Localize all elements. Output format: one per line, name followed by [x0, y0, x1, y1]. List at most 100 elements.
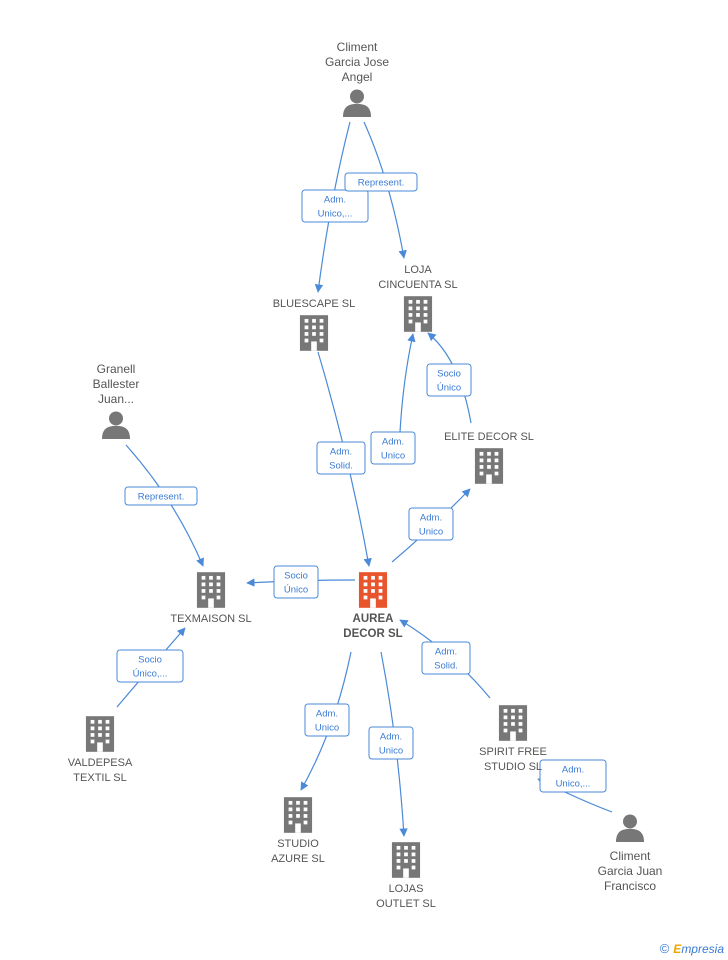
edge-aurea-to-lojas_outlet: Adm. Unico	[368, 651, 414, 837]
person-icon	[343, 89, 371, 117]
node-label: ELITE DECOR SL	[444, 431, 534, 443]
edge-label-text: Adm.	[435, 647, 457, 658]
building-icon	[474, 448, 504, 484]
edge-aurea-to-elite: Adm. Unico	[391, 488, 471, 563]
edge-label[interactable]: Adm. Unico,...	[301, 189, 369, 223]
building-icon	[283, 797, 313, 833]
edge-label[interactable]: Adm. Unico	[408, 507, 454, 541]
edge-label[interactable]: Adm.Unico	[304, 703, 350, 737]
edge-aurea-to-loja: Adm.Unico	[370, 333, 416, 465]
edge-label-text: Unico	[419, 527, 443, 538]
edge-label-text: Único,...	[133, 669, 168, 680]
edge-label[interactable]: Represent.	[344, 172, 418, 192]
edge-bluescape-to-aurea: Adm. Solid.	[316, 351, 372, 567]
edge-label[interactable]: Represent.	[124, 486, 198, 506]
edge-label-text: Represent.	[358, 178, 404, 189]
edge-label-box	[304, 703, 350, 737]
node-granell[interactable]: GranellBallesterJuan...	[93, 362, 140, 439]
edge-label-text: Unico,...	[318, 209, 353, 220]
edge-climent_jose-to-loja: Represent.	[344, 121, 418, 259]
edge-label[interactable]: SocioÚnico,...	[116, 649, 184, 683]
edge-label-text: Solid.	[434, 661, 458, 672]
footer-brand: © Empresia	[660, 941, 724, 956]
node-label: TEXTIL SL	[73, 772, 126, 784]
node-label: LOJAS	[389, 883, 424, 895]
node-label: CINCUENTA SL	[378, 279, 457, 291]
node-loja[interactable]: LOJA CINCUENTA SL	[378, 264, 458, 332]
edge-label-text: Único	[437, 383, 461, 394]
edge-label-text: Unico,...	[556, 779, 591, 790]
edge-label-text: Adm.	[420, 513, 442, 524]
node-texmaison[interactable]: TEXMAISON SL	[170, 572, 252, 625]
edge-label-box	[368, 726, 414, 760]
node-label: SPIRIT FREE	[479, 746, 547, 758]
node-valdepesa[interactable]: VALDEPESA TEXTIL SL	[68, 716, 133, 784]
building-icon	[498, 705, 528, 741]
copyright-symbol: ©	[659, 941, 670, 956]
edge-climent_juan-to-spirit_free: Adm. Unico,...	[537, 759, 613, 813]
building-icon	[85, 716, 115, 752]
edge-label-text: Socio	[138, 655, 162, 666]
edge-label-box	[273, 565, 319, 599]
edge-label[interactable]: Adm. Unico	[368, 726, 414, 760]
edge-label-text: Solid.	[329, 461, 353, 472]
edge-label-text: Adm.	[380, 732, 402, 743]
node-label: Garcia Jose	[325, 55, 389, 69]
edge-label-text: Socio	[437, 369, 461, 380]
node-label: AZURE SL	[271, 853, 325, 865]
node-label: VALDEPESA	[68, 757, 133, 769]
edge-label-box	[344, 172, 418, 192]
node-label: LOJA	[404, 264, 432, 276]
edge-label-text: Represent.	[138, 492, 184, 503]
edge-climent_jose-to-bluescape: Adm. Unico,...	[301, 121, 369, 293]
edge-spirit_free-to-aurea: Adm. Solid.	[399, 619, 491, 699]
edge-label-box	[316, 441, 366, 475]
edge-label-box	[116, 649, 184, 683]
building-icon	[196, 572, 226, 608]
node-label: AUREA	[353, 613, 394, 625]
node-label: OUTLET SL	[376, 898, 436, 910]
edge-label-box	[370, 431, 416, 465]
node-label: Francisco	[604, 879, 656, 893]
building-icon	[358, 572, 388, 608]
edge-valdepesa-to-texmaison: SocioÚnico,...	[116, 627, 186, 708]
edge-label-text: Único	[284, 585, 308, 596]
node-elite[interactable]: ELITE DECOR SL	[444, 431, 534, 484]
edge-label-text: Unico	[381, 451, 405, 462]
node-label: Juan...	[98, 392, 134, 406]
node-label: Climent	[337, 40, 378, 54]
edge-label-text: Adm.	[324, 195, 346, 206]
node-label: BLUESCAPE SL	[273, 298, 356, 310]
edges-layer: Adm.Unico,...Represent.Adm.Solid.Adm.Uni…	[116, 121, 613, 837]
edge-label[interactable]: Adm. Unico,...	[539, 759, 607, 793]
node-aurea[interactable]: AUREA DECOR SL	[343, 572, 403, 640]
node-label: Garcia Juan	[598, 864, 663, 878]
edge-label-text: Adm.	[562, 765, 584, 776]
edge-label[interactable]: Adm. Solid.	[316, 441, 366, 475]
person-icon	[102, 411, 130, 439]
edge-label-box	[301, 189, 369, 223]
edge-label-text: Unico	[379, 746, 403, 757]
edge-label[interactable]: Adm. Solid.	[421, 641, 471, 675]
building-icon	[391, 842, 421, 878]
edge-label-box	[408, 507, 454, 541]
edge-label-box	[124, 486, 198, 506]
edge-label-box	[539, 759, 607, 793]
node-bluescape[interactable]: BLUESCAPE SL	[273, 298, 356, 351]
edge-label[interactable]: Adm.Unico	[370, 431, 416, 465]
node-label: Angel	[342, 70, 373, 84]
person-icon	[616, 814, 644, 842]
edge-label-text: Adm.	[330, 447, 352, 458]
node-lojas-outlet[interactable]: LOJAS OUTLET SL	[376, 842, 436, 910]
node-label: DECOR SL	[343, 628, 402, 640]
